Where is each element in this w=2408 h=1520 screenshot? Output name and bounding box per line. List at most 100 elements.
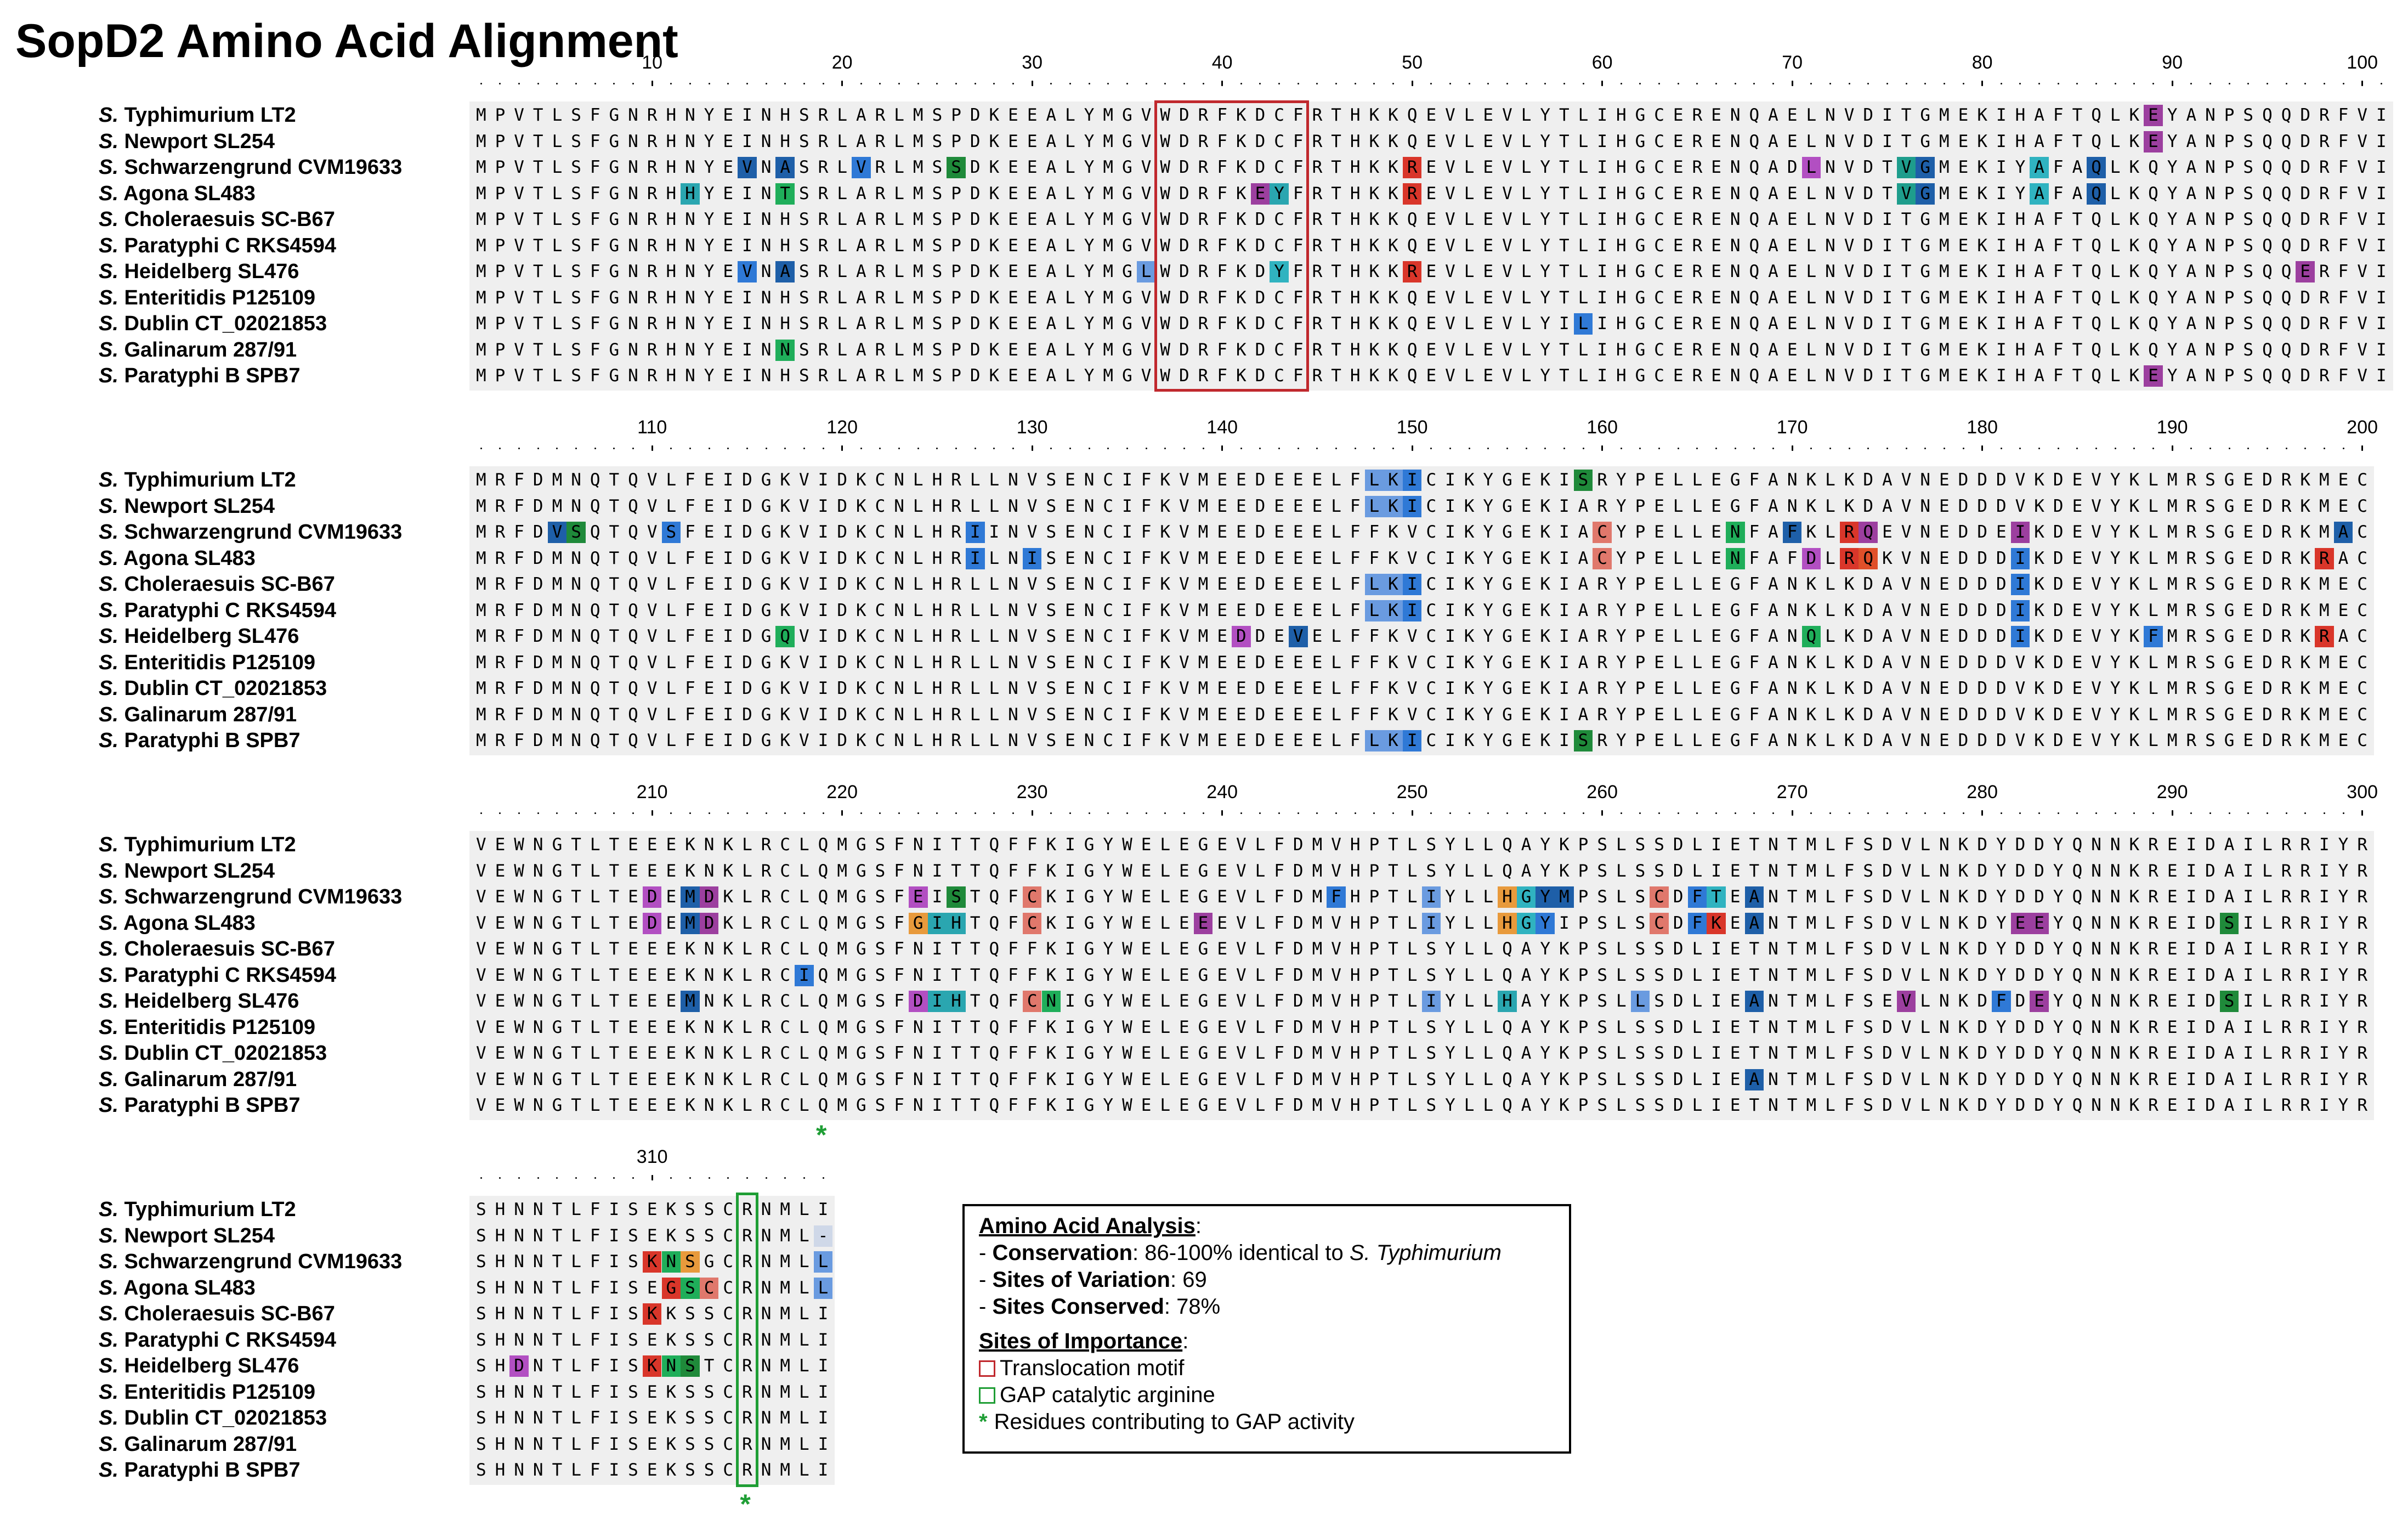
residue: E [2334,704,2353,726]
residue: K [2125,861,2144,882]
residue: G [1080,1017,1099,1038]
residue: S [1650,834,1669,856]
residue: D [2201,1069,2220,1090]
residue: K [2030,548,2049,569]
residue: V [1137,340,1156,361]
residue: D [1669,939,1688,960]
residue: E [643,991,662,1012]
residue: N [1916,678,1935,699]
residue: L [1460,886,1479,908]
residue: E [1232,548,1251,569]
residue: E [1137,834,1156,856]
residue: G [1080,965,1099,986]
residue: M [472,574,491,595]
ruler-tick [2114,448,2116,449]
residue: D [1954,730,1973,751]
residue: N [1916,600,1935,621]
residue: L [1916,861,1935,882]
residue: K [2296,600,2315,621]
residue: I [1555,522,1574,543]
residue: Q [1745,183,1764,205]
residue: R [1688,209,1707,230]
residue: E [1289,574,1308,595]
residue: R [871,183,890,205]
residue: L [795,1069,814,1090]
residue: D [1992,678,2011,699]
ruler-tick [1639,812,1641,814]
residue: S [1042,496,1061,517]
residue: D [2011,1069,2030,1090]
ruler-tick [2247,83,2250,84]
residue: Y [1612,678,1631,699]
residue: D [1251,105,1270,126]
residue: M [1935,105,1954,126]
residue: E [1270,496,1289,517]
residue: S [681,1225,700,1247]
residue: E [1061,600,1080,621]
ruler-tick [917,83,919,84]
residue: N [1004,626,1023,647]
residue: E [2334,496,2353,517]
residue: N [700,1095,719,1116]
residue: Y [1098,939,1118,960]
residue: N [1004,574,1023,595]
ruler-tick [1696,83,1698,84]
variant-residue: K [1707,912,1726,934]
variant-residue: K [1384,495,1403,517]
residue: L [566,1408,586,1429]
residue: K [2030,574,2049,595]
residue: L [1688,470,1707,491]
residue: K [2125,548,2144,569]
variant-residue: Q [1801,626,1821,647]
residue: S [928,365,947,387]
ruler-tick [1544,83,1546,84]
residue: G [852,861,871,882]
residue: R [2296,1043,2315,1064]
residue: Y [1478,626,1498,647]
residue: G [1498,574,1517,595]
ruler-tick [1848,812,1850,814]
variant-residue: Q [2087,157,2106,178]
residue: T [966,861,985,882]
residue: F [1004,1069,1023,1090]
residue: Y [1536,991,1555,1012]
residue: K [2125,235,2144,257]
residue: L [1460,105,1479,126]
residue: L [2144,574,2163,595]
residue: T [605,834,624,856]
residue: E [1308,704,1327,726]
residue: G [2220,470,2239,491]
residue: E [2163,965,2182,986]
residue: F [1346,470,1365,491]
residue: P [1631,652,1650,674]
residue: T [1555,157,1574,178]
residue: I [1593,157,1612,178]
residue: L [586,1017,605,1038]
residue: C [1650,157,1669,178]
variant-residue: Y [1270,261,1289,282]
residue: F [586,1225,605,1247]
residue: E [643,1043,662,1064]
residue: L [1251,913,1270,934]
legend-box: Amino Acid Analysis: - Conservation: 86-… [962,1204,1571,1454]
residue: P [1574,886,1593,908]
ruler-number: 160 [1587,417,1618,438]
residue: A [2182,183,2201,205]
residue: V [1840,105,1859,126]
strain-name: S. Choleraesuis SC-B67 [99,572,477,597]
residue: E [1061,574,1080,595]
residue: S [1859,886,1878,908]
residue: I [1555,470,1574,491]
residue: M [2163,600,2182,621]
residue: K [852,652,871,674]
residue: Q [2277,209,2296,230]
variant-residue: D [642,886,662,908]
residue: E [1707,105,1726,126]
residue: K [1155,652,1175,674]
residue: Y [1612,496,1631,517]
residue: G [2220,678,2239,699]
residue: E [643,1382,662,1403]
residue: R [814,105,833,126]
genus: S. [99,937,118,960]
